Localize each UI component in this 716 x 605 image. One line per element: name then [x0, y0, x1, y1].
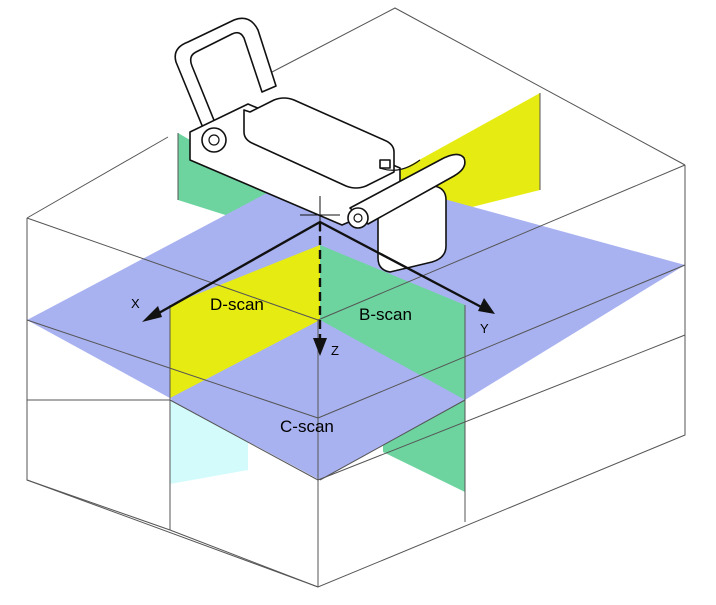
- c-scan-lower-left-face: [170, 400, 248, 484]
- z-axis-label: Z: [331, 343, 339, 358]
- y-axis-label: Y: [480, 321, 489, 336]
- y-axis-line: [319, 220, 488, 312]
- y-axis-arrowhead: [478, 298, 495, 314]
- coordinate-axes: [142, 196, 495, 356]
- x-axis-line: [149, 220, 321, 320]
- d-scan-label: D-scan: [210, 295, 264, 314]
- d-scan-plane: [170, 245, 320, 398]
- x-axis-label: X: [131, 296, 140, 311]
- x-axis-arrowhead: [142, 306, 162, 322]
- b-scan-plane: [320, 245, 465, 400]
- z-axis-arrowhead: [313, 338, 327, 356]
- box-wireframe: [26, 7, 686, 588]
- c-scan-label: C-scan: [280, 417, 334, 436]
- ultrasonic-probe-device: [174, 17, 466, 273]
- b-scan-label: B-scan: [359, 305, 412, 324]
